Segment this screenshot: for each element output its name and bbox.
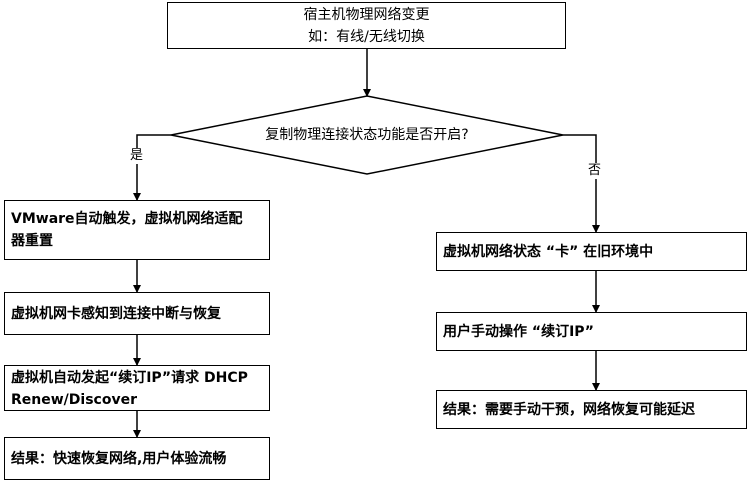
no-label: 否: [588, 163, 602, 179]
left-step-nic-sense: 虚拟机网卡感知到连接中断与恢复: [4, 292, 270, 335]
right-step-manual-renew: 用户手动操作 “续订IP”: [436, 312, 747, 351]
left-step-1-line2: 器重置: [11, 233, 53, 249]
arrow-yes-branch: [133, 134, 171, 201]
right-step-stuck-state: 虚拟机网络状态 “卡” 在旧环境中: [436, 232, 747, 271]
left-step-vmware-reset: VMware自动触发，虚拟机网络适配 器重置: [4, 200, 270, 260]
right-step-result-delay: 结果：需要手动干预，网络恢复可能延迟: [436, 390, 747, 429]
left-step-dhcp-renew: 虚拟机自动发起“续订IP”请求 DHCP Renew/Discover: [4, 365, 270, 411]
right-step-2-text: 用户手动操作 “续订IP”: [443, 323, 595, 340]
right-step-1-text: 虚拟机网络状态 “卡” 在旧环境中: [443, 243, 654, 260]
decision-text: 复制物理连接状态功能是否开启?: [265, 127, 469, 143]
left-step-1-line1: VMware自动触发，虚拟机网络适配: [11, 211, 243, 227]
left-step-3-line1: 虚拟机自动发起“续订IP”请求 DHCP: [11, 370, 248, 386]
decision-diamond: [170, 95, 564, 175]
yes-label: 是: [130, 148, 144, 164]
top-box-line2: 如：有线/无线切换: [308, 29, 425, 45]
right-step-3-text: 结果：需要手动干预，网络恢复可能延迟: [443, 401, 695, 418]
left-step-result-fast: 结果：快速恢复网络,用户体验流畅: [4, 437, 270, 480]
left-step-4-text: 结果：快速恢复网络,用户体验流畅: [11, 450, 227, 467]
top-box-host-network-change: 宿主机物理网络变更 如：有线/无线切换: [167, 2, 566, 49]
arrow-no-branch: [563, 134, 600, 233]
top-box-line1: 宿主机物理网络变更: [303, 7, 430, 23]
left-step-3-line2: Renew/Discover: [11, 392, 137, 408]
left-step-2-text: 虚拟机网卡感知到连接中断与恢复: [11, 305, 221, 322]
